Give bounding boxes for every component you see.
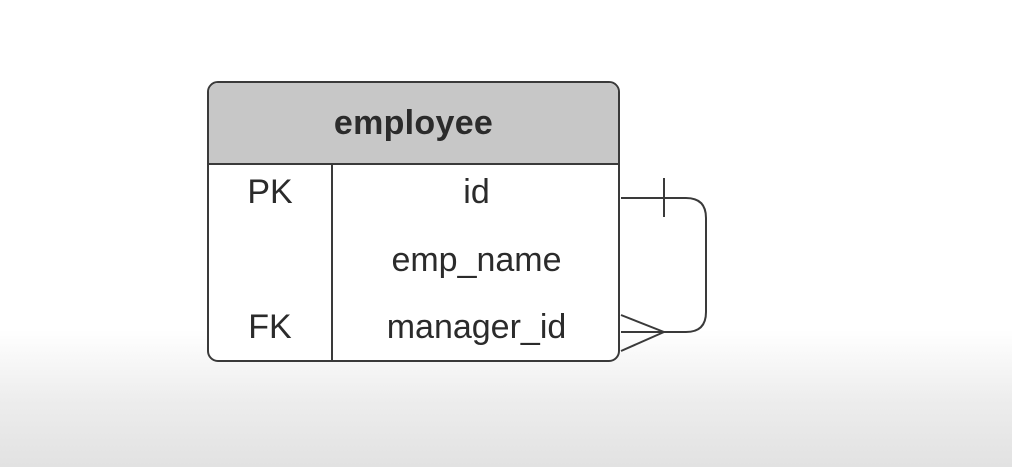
row-manager-id-key: FK — [248, 308, 292, 346]
row-id-key: PK — [247, 173, 293, 211]
row-id-field: id — [463, 173, 490, 211]
entity-header: employee — [209, 83, 618, 165]
employee-entity[interactable]: employee PK id emp_name FK manager_id — [207, 81, 620, 362]
row-emp-name-field: emp_name — [391, 241, 562, 279]
entity-title: employee — [333, 103, 494, 142]
column-divider — [331, 165, 333, 360]
row-manager-id-field: manager_id — [386, 308, 567, 346]
many-notation-crowfoot — [620, 314, 665, 352]
relationship-line — [621, 197, 707, 333]
